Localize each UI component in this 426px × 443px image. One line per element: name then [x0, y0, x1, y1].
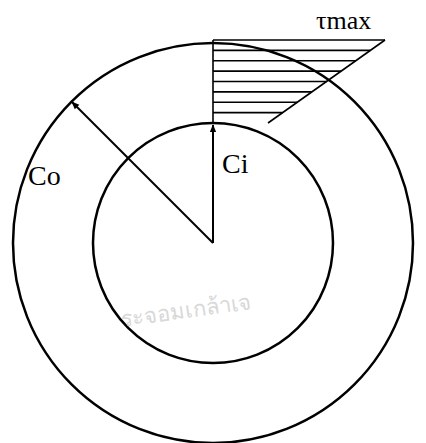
- outer-radius-label: Co: [28, 162, 61, 190]
- hatch-line: [213, 102, 297, 104]
- inner-radius-label: Ci: [222, 150, 248, 178]
- outer-radius-arrow: [72, 102, 213, 243]
- inner-radius-arrow: [212, 125, 214, 243]
- hatch-line: [213, 60, 356, 62]
- hatch-line: [213, 81, 327, 83]
- stress-label: τmax: [316, 8, 371, 34]
- hatch-line: [213, 70, 341, 72]
- watermark: ระจอมเกล้าเจ: [119, 291, 253, 331]
- hatch-line: [213, 50, 370, 52]
- hatch-line: [213, 91, 312, 93]
- hatch-line: [213, 112, 283, 114]
- outer-circle: [13, 43, 413, 443]
- stress-distribution: [213, 40, 385, 123]
